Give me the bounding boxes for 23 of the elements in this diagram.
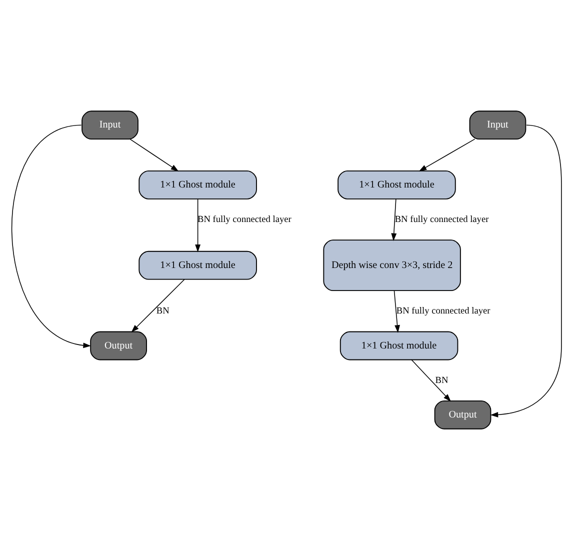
node-box: Depth wise conv 3×3, stride 2	[323, 240, 461, 292]
node-box: Input	[82, 110, 138, 140]
edge-label: BN	[156, 306, 170, 317]
arrow	[11, 124, 91, 348]
arrow	[411, 360, 451, 402]
node-box: 1×1 Ghost module	[340, 331, 458, 360]
node-box: 1×1 Ghost module	[338, 170, 456, 200]
arrow	[130, 138, 179, 172]
arrow	[394, 290, 400, 333]
node-box: Output	[90, 331, 147, 360]
arrow	[391, 198, 397, 242]
node-box: 1×1 Ghost module	[138, 170, 257, 200]
edge-label: BN fully connected layer	[396, 306, 490, 317]
node-box: Input	[469, 110, 526, 140]
edge-label: BN fully connected layer	[394, 214, 489, 225]
arrow	[131, 279, 185, 332]
node-box: Output	[434, 400, 492, 430]
edge-label: BN	[435, 376, 448, 386]
arrow	[418, 138, 476, 172]
arrow	[490, 124, 562, 418]
node-box: 1×1 Ghost module	[138, 250, 257, 280]
edge-label: BN fully connected layer	[197, 214, 292, 225]
arrow	[195, 198, 201, 252]
